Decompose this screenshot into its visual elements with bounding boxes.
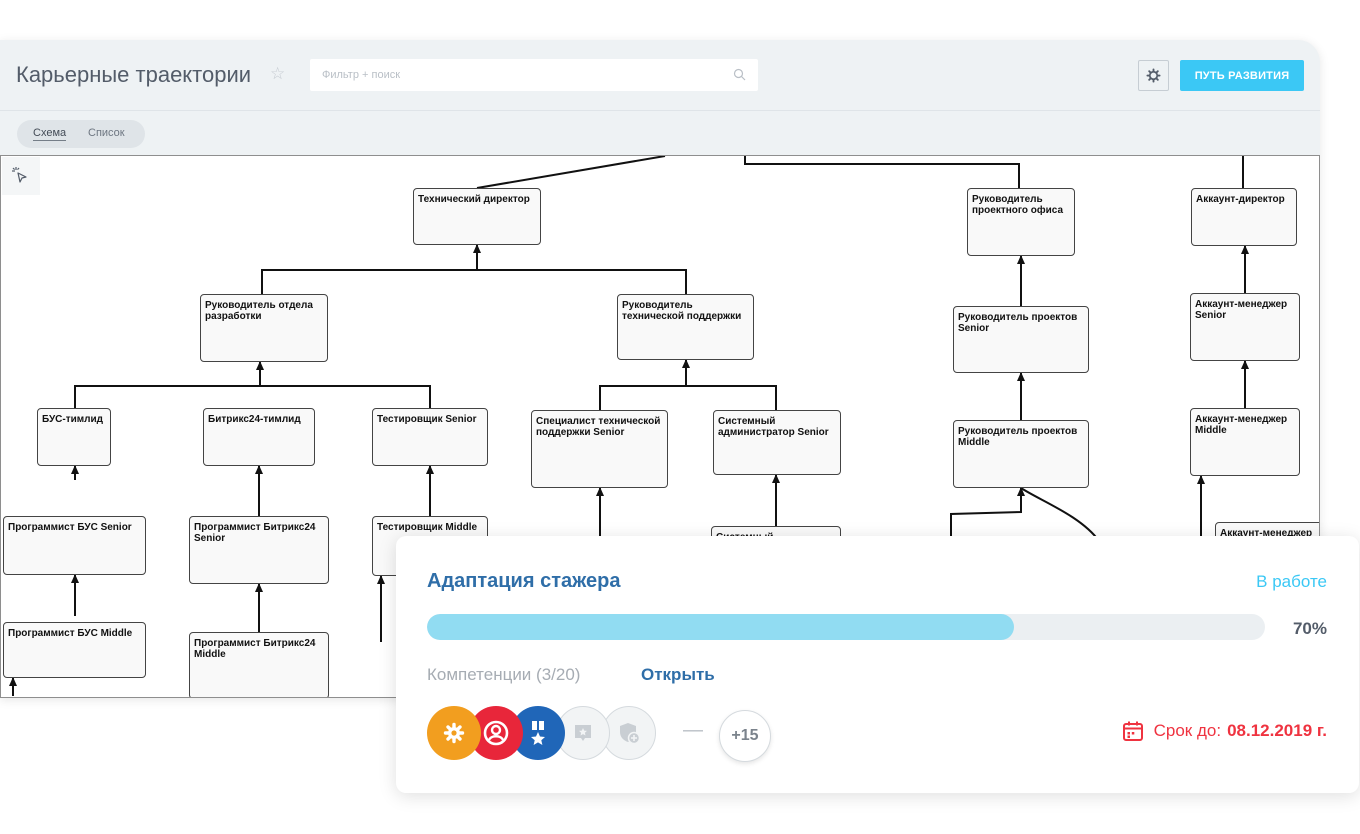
star-badge-icon: [575, 725, 591, 741]
calendar-icon: [1122, 721, 1143, 741]
deadline-label: Срок до:: [1153, 721, 1222, 740]
progress-fill: [427, 614, 1014, 640]
settings-button[interactable]: [1138, 60, 1169, 91]
development-path-button[interactable]: ПУТЬ РАЗВИТИЯ: [1180, 60, 1304, 91]
node-project-manager-middle[interactable]: Руководитель проектов Middle: [953, 420, 1089, 488]
node-technical-director[interactable]: Технический директор: [413, 188, 541, 245]
search-box[interactable]: [310, 59, 758, 91]
favorite-star-icon[interactable]: ☆: [270, 64, 286, 83]
shield-plus-icon: [620, 723, 641, 745]
node-project-office-head[interactable]: Руководитель проектного офиса: [967, 188, 1075, 256]
node-bitrix24-programmer-senior[interactable]: Программист Битрикс24 Senior: [189, 516, 329, 584]
task-status: В работе: [1256, 572, 1327, 591]
node-bitrix24-teamlead[interactable]: Битрикс24-тимлид: [203, 408, 315, 466]
badge-shield-locked[interactable]: [602, 706, 656, 760]
competencies-label: Компетенции (3/20): [427, 665, 581, 684]
badge-separator: —: [683, 719, 703, 741]
medal-icon: [531, 721, 545, 745]
node-bus-teamlead[interactable]: БУС-тимлид: [37, 408, 111, 466]
deadline: Срок до: 08.12.2019 г.: [1122, 720, 1327, 742]
node-support-specialist-senior[interactable]: Специалист технической поддержки Senior: [531, 410, 668, 488]
connection-lines: [9, 156, 1249, 697]
gear-icon: [1146, 68, 1161, 83]
badge-gear[interactable]: [427, 706, 481, 760]
user-icon: [483, 720, 509, 746]
page-title: Карьерные траектории: [16, 62, 252, 87]
more-badges-button[interactable]: +15: [719, 710, 771, 762]
node-dev-department-head[interactable]: Руководитель отдела разработки: [200, 294, 328, 362]
node-bus-programmer-middle[interactable]: Программист БУС Middle: [3, 622, 146, 678]
node-bus-programmer-senior[interactable]: Программист БУС Senior: [3, 516, 146, 575]
task-card: Адаптация стажера В работе 70% Компетенц…: [396, 536, 1359, 793]
deadline-date: 08.12.2019 г.: [1227, 721, 1327, 740]
header: Карьерные траектории ☆ ПУТЬ РАЗВИТИЯ: [0, 40, 1320, 111]
tab-list[interactable]: Список: [88, 127, 125, 139]
gear-icon: [443, 722, 465, 744]
search-input[interactable]: [322, 59, 722, 91]
pointer-tool-icon[interactable]: [2, 157, 40, 195]
node-project-manager-senior[interactable]: Руководитель проектов Senior: [953, 306, 1089, 373]
task-title[interactable]: Адаптация стажера: [427, 570, 621, 592]
open-competencies-link[interactable]: Открыть: [641, 665, 715, 684]
node-account-manager-senior[interactable]: Аккаунт-менеджер Senior: [1190, 293, 1300, 361]
tab-scheme[interactable]: Схема: [33, 127, 67, 141]
node-account-manager-middle[interactable]: Аккаунт-менеджер Middle: [1190, 408, 1300, 476]
node-account-director[interactable]: Аккаунт-директор: [1191, 188, 1297, 246]
node-support-head[interactable]: Руководитель технической поддержки: [617, 294, 754, 360]
search-icon[interactable]: [733, 68, 746, 81]
progress-bar: [427, 614, 1265, 640]
node-bitrix24-programmer-middle[interactable]: Программист Битрикс24 Middle: [189, 632, 329, 697]
cursor-icon: [12, 167, 27, 183]
node-sysadmin-senior[interactable]: Системный администратор Senior: [713, 410, 841, 475]
badge-star-locked[interactable]: [556, 706, 610, 760]
progress-percent: 70%: [1292, 619, 1327, 638]
view-switcher: Схема Список: [17, 120, 145, 148]
node-tester-senior[interactable]: Тестировщик Senior: [372, 408, 488, 466]
